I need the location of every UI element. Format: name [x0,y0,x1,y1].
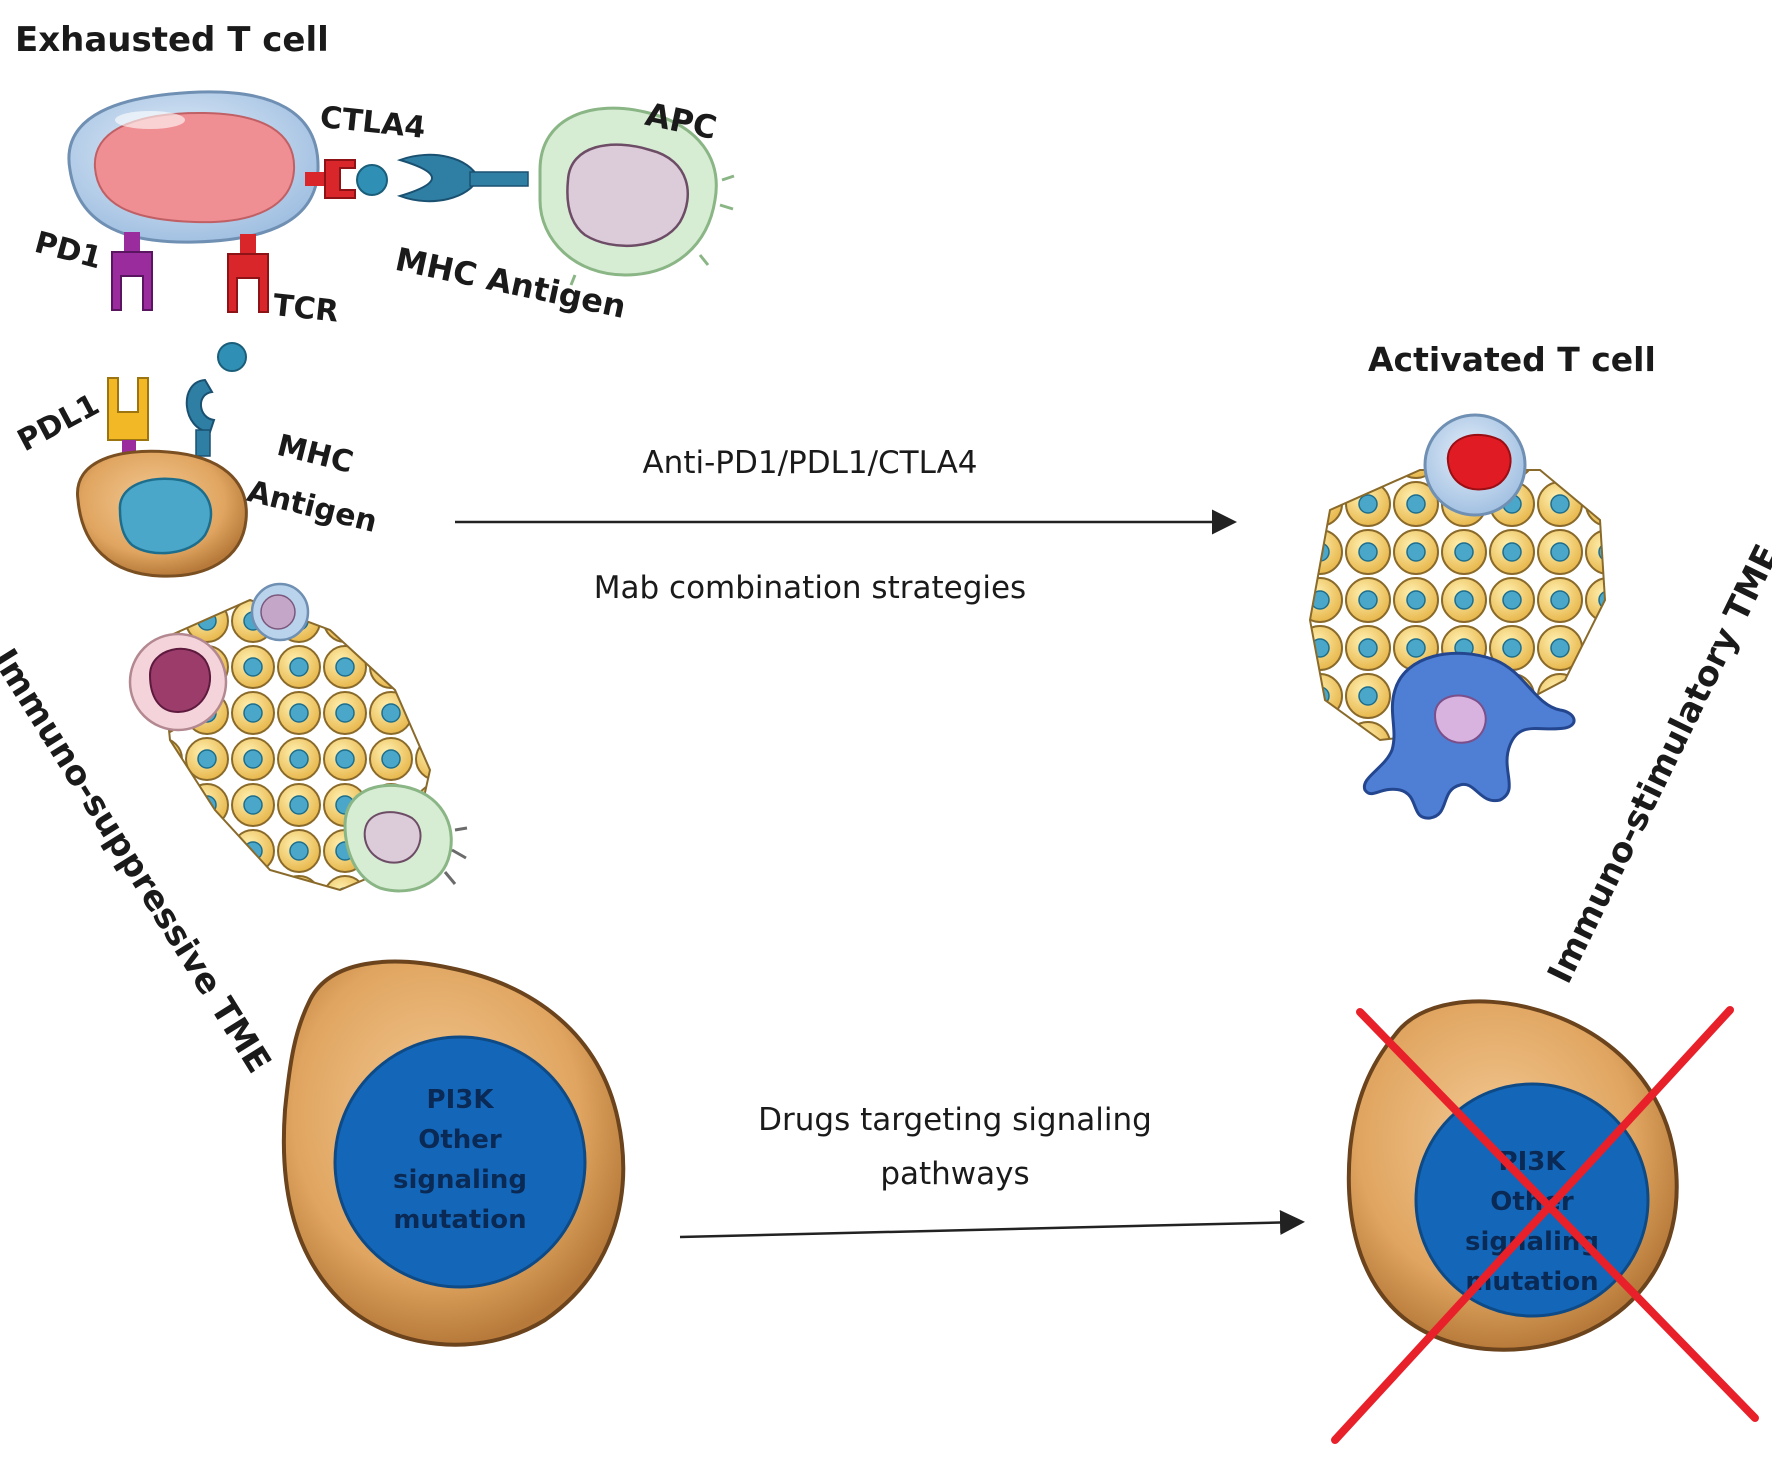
apc-cell [538,106,735,286]
pdl1-ligand [107,377,149,460]
pd1-receptor [111,232,153,311]
tcr-receptor [227,234,269,313]
label-exhausted-t-cell: Exhausted T cell [15,20,329,60]
tumor-left-nucleus-text: PI3K Other signaling mutation [360,1080,560,1240]
tumor-right-line-pi3k: PI3K [1498,1147,1566,1177]
label-top-arrow-below: Mab combination strategies [593,570,1027,606]
antigen-presenting-tumor-cell [76,449,248,578]
tumor-left-line-pi3k: PI3K [426,1085,494,1115]
signaling-tumor-cell-left [281,959,626,1347]
ctla4-receptor [305,159,356,199]
antigen-dot-apc [356,164,388,196]
tumor-left-line-other: Other [418,1125,502,1155]
tumor-right-nucleus-text: PI3K Other signaling mutation [1432,1142,1632,1302]
exhausted-t-cell [67,90,320,244]
tumor-right-line-mutation: mutation [1465,1267,1599,1297]
tumor-right-line-signaling: signaling [1465,1227,1599,1257]
mhc-receptor-apc [396,153,529,203]
mhc-receptor-tumor [185,378,216,457]
tumor-left-line-mutation: mutation [393,1205,527,1235]
tumor-right-line-other: Other [1490,1187,1574,1217]
tumor-left-line-signaling: signaling [393,1165,527,1195]
label-tcr: TCR [271,288,341,330]
label-bottom-arrow-line1: Drugs targeting signaling [758,1102,1152,1138]
stimulatory-tme-cluster [1308,413,1607,820]
bottom-arrow [679,1209,1305,1239]
label-activated-t-cell: Activated T cell [1368,340,1656,379]
antigen-dot-tcr [217,342,247,372]
label-bottom-arrow-line2: pathways [880,1156,1030,1192]
label-top-arrow-above: Anti-PD1/PDL1/CTLA4 [642,445,978,481]
suppressive-tme-cluster [128,582,468,893]
